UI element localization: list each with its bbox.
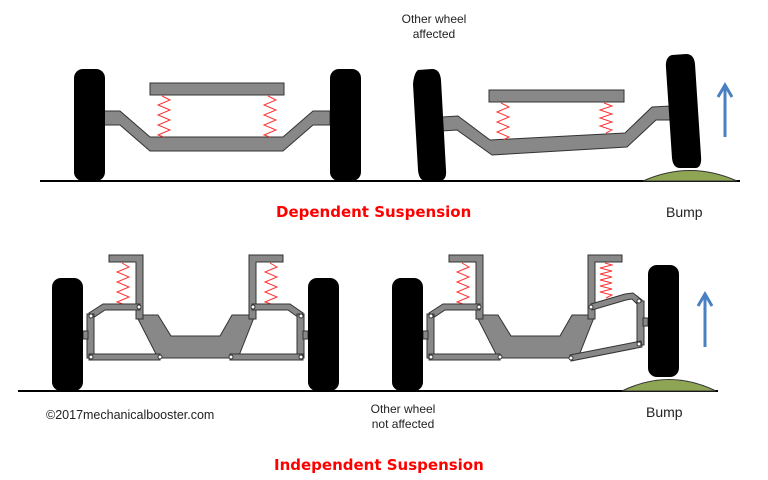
spring: [115, 262, 131, 305]
vehicle-body: [488, 89, 625, 103]
hub: [422, 330, 429, 340]
arrow-up-icon: [716, 82, 734, 137]
spring-tower: [248, 254, 284, 320]
spring-tower: [448, 254, 484, 320]
hub: [82, 330, 89, 340]
dependent-normal: [40, 69, 384, 182]
lower-control-arm: [229, 353, 304, 361]
rigid-axle: [103, 110, 331, 152]
right-wheel: [330, 69, 361, 181]
left-wheel: [413, 69, 447, 181]
copyright-text: ©2017mechanicalbooster.com: [46, 408, 215, 422]
right-wheel: [665, 54, 702, 168]
right-wheel: [308, 278, 339, 391]
independent-suspension-title: Independent Suspension: [274, 456, 484, 474]
left-wheel: [52, 278, 83, 391]
label-line: Other wheel: [401, 12, 467, 26]
dependent-bump: [384, 54, 740, 182]
upper-control-arm: [251, 303, 304, 319]
upper-control-arm: [88, 303, 141, 319]
lower-control-arm: [88, 353, 161, 361]
independent-normal: [18, 254, 384, 392]
pivot-joints: [88, 304, 304, 360]
upper-control-arm: [590, 292, 643, 311]
spring: [599, 262, 614, 299]
right-wheel: [648, 265, 679, 377]
bump-mound: [621, 379, 717, 392]
hub: [642, 317, 649, 327]
spring: [263, 262, 279, 305]
dependent-suspension-title: Dependent Suspension: [276, 203, 472, 221]
bump-label-top: Bump: [666, 204, 703, 220]
label-line: Other wheel: [370, 402, 436, 416]
independent-bump: [384, 254, 718, 392]
spring: [495, 102, 511, 141]
spring: [598, 102, 614, 134]
chassis: [135, 314, 256, 359]
pivot-joints: [428, 298, 642, 361]
lower-control-arm: [428, 353, 501, 361]
left-wheel: [392, 278, 423, 391]
bump-mound: [642, 170, 738, 182]
other-wheel-affected-label: Other wheel affected: [394, 12, 474, 42]
spring-tower: [587, 254, 623, 320]
other-wheel-not-affected-label: Other wheel not affected: [358, 402, 448, 432]
label-line: not affected: [371, 417, 435, 431]
chassis: [475, 314, 596, 359]
spring: [156, 95, 172, 138]
rigid-axle: [441, 105, 671, 156]
spring-tower: [108, 254, 144, 320]
upper-control-arm: [428, 303, 481, 319]
bump-label-bottom: Bump: [646, 404, 683, 420]
vehicle-body: [149, 82, 285, 96]
hub: [302, 330, 309, 340]
spring: [455, 262, 471, 305]
arrow-up-icon: [696, 291, 714, 347]
left-wheel: [74, 69, 105, 181]
spring: [262, 95, 278, 138]
label-line: affected: [412, 27, 456, 41]
